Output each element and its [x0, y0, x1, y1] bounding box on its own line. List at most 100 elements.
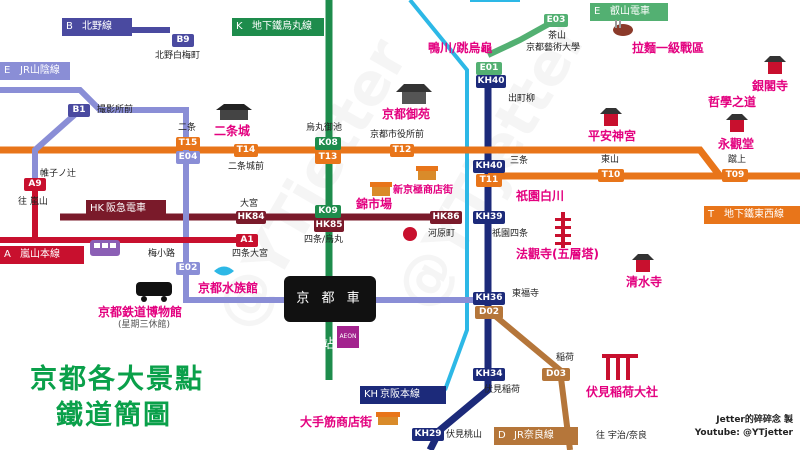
takashimaya-icon: [403, 227, 417, 241]
station-code: T12: [390, 144, 414, 157]
station-label: 京都藝術大學: [526, 43, 581, 53]
market-icon: [370, 182, 392, 196]
station-label: 蹴上: [728, 155, 747, 165]
station-code: K08: [315, 137, 341, 150]
station-code: D03: [542, 368, 570, 381]
station-label: 東福寺: [512, 289, 540, 299]
station-code: KH39: [473, 211, 505, 224]
station-label: 伏見桃山: [446, 430, 483, 440]
station-code: T14: [234, 144, 258, 157]
spot-label: 大手筋商店街: [300, 415, 373, 429]
station-label: 京都市役所前: [370, 130, 425, 140]
shop-icon: [416, 166, 438, 180]
station-code: KH40: [476, 75, 506, 88]
spot-label: 拉麵一級戰區: [632, 41, 705, 55]
station-label: 二条: [178, 123, 197, 133]
spot-label: 平安神宮: [588, 129, 637, 143]
station-code: T11: [476, 174, 502, 187]
station-code: T13: [315, 151, 341, 164]
station-label: 三条: [510, 156, 529, 166]
station-label: 祇園四条: [492, 229, 529, 239]
station-code: HK86: [430, 211, 462, 224]
station-label: 北野白梅町: [155, 51, 201, 61]
spot-label: 京都鉄道博物館: [98, 305, 183, 319]
station-code: E01: [476, 62, 502, 75]
station-code: K09: [315, 205, 341, 218]
spot-label: 銀閣寺: [752, 79, 789, 93]
tozai-line: [0, 146, 800, 180]
map-title: 京都各大景點 鐵道簡圖: [30, 364, 204, 431]
station-code: KH36: [473, 292, 505, 305]
temple-icon: [632, 254, 654, 272]
spot-label: 鴨川/跳烏龜: [428, 41, 493, 55]
spot-sublabel: (星期三休館): [118, 320, 171, 330]
castle-icon: [216, 104, 252, 120]
station-label: 二条城前: [228, 162, 265, 172]
station-label: 往 嵐山: [18, 197, 48, 207]
station-code: KH29: [412, 428, 444, 441]
station-label: 四条大宮: [232, 249, 269, 259]
station-label: 茶山: [548, 31, 567, 41]
temple-icon: [726, 114, 748, 132]
jr-branch: [32, 107, 82, 185]
station-code: T10: [598, 169, 624, 182]
spot-label: 京都御苑: [382, 107, 431, 121]
spot-label: 新京極商店街: [393, 185, 453, 196]
jr-sagano-line: [0, 87, 290, 303]
kyoto-station: 京 都 車 站: [284, 276, 376, 352]
spot-label: 京都水族館: [198, 281, 259, 295]
shop-icon: [376, 412, 400, 425]
station-label: 出町柳: [508, 94, 536, 104]
station-label: 河原町: [428, 229, 456, 239]
palace-icon: [396, 84, 432, 104]
station-label: 大宮: [240, 199, 259, 209]
station-label: 稲荷: [556, 353, 575, 363]
credit: Jetter的碎碎念 製 Youtube: @YTjetter: [694, 415, 793, 438]
station-label: 四条/烏丸: [304, 235, 344, 245]
train-icon: [136, 282, 172, 302]
spot-label: 永觀堂: [718, 137, 755, 151]
station-code: E03: [544, 14, 568, 27]
station-code: KH40: [473, 160, 505, 173]
spot-label: 法觀寺(五層塔): [516, 247, 599, 261]
spot-label: 祇園白川: [516, 189, 565, 203]
spot-label: 清水寺: [626, 275, 663, 289]
spot-label: 二条城: [214, 124, 251, 138]
station-code: D02: [475, 306, 503, 319]
temple-icon: [764, 56, 786, 74]
torii-icon: [602, 354, 638, 380]
station-code: KH34: [473, 368, 505, 381]
pagoda-icon: [555, 212, 571, 248]
station-code: HK85: [314, 219, 344, 232]
station-label: 梅小路: [148, 249, 176, 259]
shrine-icon: [600, 108, 622, 126]
aeon-logo: AEON: [337, 326, 359, 348]
cyan-line: [408, 0, 469, 391]
station-code: E02: [176, 262, 200, 275]
station-code: B9: [172, 34, 194, 47]
station-label: 撮影所前: [97, 105, 134, 115]
aquarium-icon: [214, 266, 234, 276]
station-code: A9: [24, 178, 46, 191]
ramen-icon: [613, 20, 633, 36]
spot-label: 錦市場: [356, 197, 393, 211]
station-code: T09: [722, 169, 748, 182]
station-label: 烏丸御池: [306, 123, 343, 133]
station-code: T15: [176, 137, 200, 150]
station-label: 伏見稲荷: [484, 385, 521, 395]
station-code: HK84: [236, 211, 266, 224]
station-label: 帷子ノ辻: [40, 169, 77, 179]
station-code: E04: [176, 151, 200, 164]
randen-tram-icon: [90, 240, 120, 256]
station-code: B1: [68, 104, 90, 117]
station-label: 往 宇治/奈良: [596, 431, 647, 441]
